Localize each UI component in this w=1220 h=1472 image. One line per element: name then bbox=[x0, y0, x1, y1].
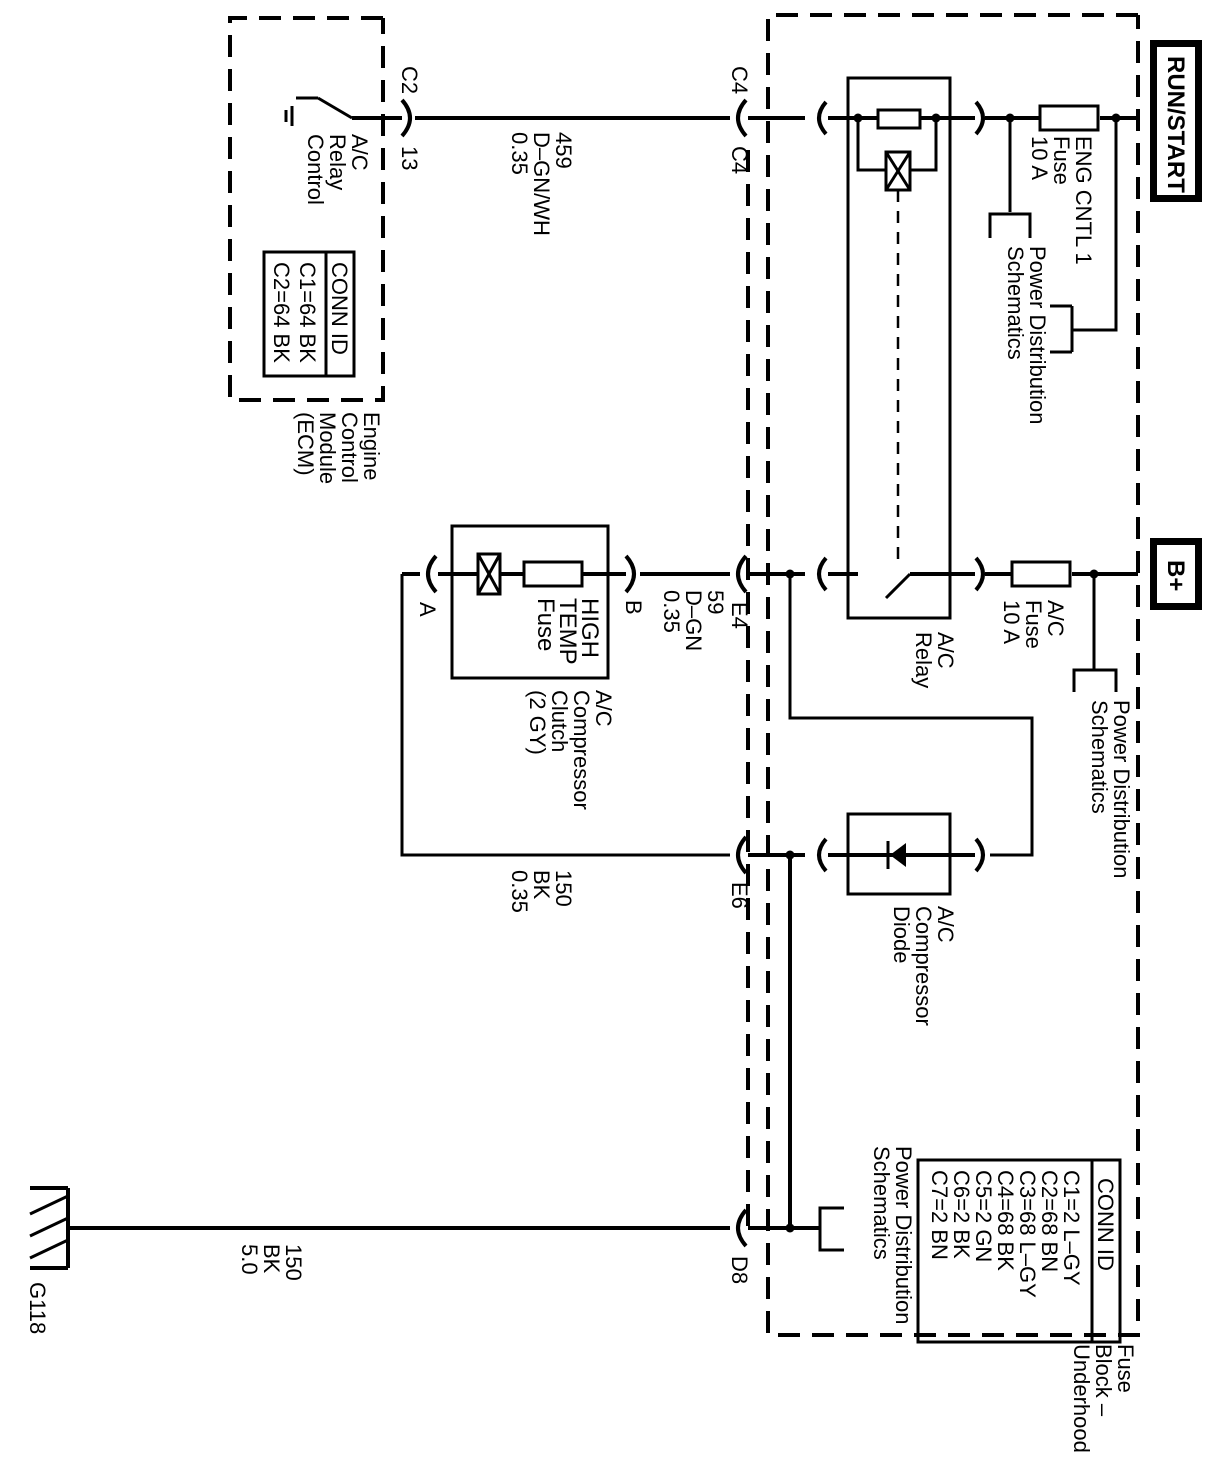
fb-conn-id-row: C4=68 BK bbox=[993, 1170, 1018, 1271]
pd-ref-mid-line1: Power Distribution bbox=[1109, 700, 1134, 879]
circuit-459-color: D–GN/WH bbox=[529, 132, 554, 236]
high-temp-fuse-label1: HIGH bbox=[576, 598, 603, 658]
ground-symbol bbox=[29, 1186, 70, 1270]
pd-ref-mid-line2: Schematics bbox=[1087, 700, 1112, 814]
circuit-150-e6-number: 150 bbox=[551, 870, 576, 907]
b-plus-power-source: B+ bbox=[1150, 538, 1202, 610]
ecm-name-line1: Engine bbox=[359, 412, 384, 481]
high-temp-fuse-label3: Fuse bbox=[532, 598, 559, 651]
diode-symbol bbox=[890, 843, 906, 867]
circuit-59-gauge: 0.35 bbox=[659, 590, 684, 633]
ecm-conn-id-row: C1=64 BK bbox=[295, 262, 320, 363]
ac-clutch-label4: (2 GY) bbox=[525, 690, 550, 755]
e6-connector bbox=[736, 835, 748, 875]
ac-clutch-label3: Clutch bbox=[547, 690, 572, 752]
ac-clutch-label2: Compressor bbox=[569, 690, 594, 810]
ac-clutch-label1: A/C bbox=[591, 690, 616, 727]
ecm-name-line2: Control bbox=[337, 412, 362, 483]
ac-compressor-clutch-box bbox=[450, 524, 610, 680]
ac-fuse-label1: A/C bbox=[1043, 600, 1068, 637]
ecm-boundary bbox=[228, 16, 385, 402]
ecm-conn-id-header: CONN ID bbox=[327, 262, 352, 355]
ecm-control-line2: Relay bbox=[325, 134, 350, 190]
ac-diode-label1: A/C bbox=[933, 906, 958, 943]
circuit-150-e6-gauge: 0.35 bbox=[507, 870, 532, 913]
fuse-block-conn-id-table: CONN ID C1=2 L–GY C2=68 BN C3=68 L–GY C4… bbox=[916, 1158, 1122, 1344]
d8-connector bbox=[736, 1208, 748, 1248]
clutch-a-label: A bbox=[415, 602, 440, 617]
ecm-c2-connector bbox=[400, 98, 412, 138]
e4-label: E4 bbox=[727, 602, 752, 629]
fb-conn-id-row: C3=68 L–GY bbox=[1015, 1170, 1040, 1298]
pd-ref-top-line2: Schematics bbox=[1003, 246, 1028, 360]
circuit-459-number: 459 bbox=[551, 132, 576, 169]
circuit-150-e6-color: BK bbox=[529, 870, 554, 900]
ecm-connector-label: C2 bbox=[397, 66, 422, 94]
e4-connector bbox=[736, 554, 748, 594]
pd-ref-bottom-line1: Power Distribution bbox=[891, 1146, 916, 1325]
e6-label: E6 bbox=[727, 882, 752, 909]
c4-bottom-label: C4 bbox=[727, 146, 752, 174]
eng-cntl-fuse-label1: ENG CNTL 1 bbox=[1071, 136, 1096, 265]
eng-cntl-fuse-symbol bbox=[1038, 104, 1100, 132]
c4-top-label: C4 bbox=[727, 66, 752, 94]
ecm-conn-id-table: CONN ID C1=64 BK C2=64 BK bbox=[262, 250, 356, 378]
circuit-150-d8-color: BK bbox=[259, 1244, 284, 1274]
ac-relay-label1: A/C bbox=[933, 632, 958, 669]
relay-resistor-symbol bbox=[876, 108, 922, 130]
circuit-150-d8-number: 150 bbox=[281, 1244, 306, 1281]
run-start-power-source: RUN/START bbox=[1150, 40, 1202, 202]
diode-feed-wire bbox=[788, 574, 1034, 857]
ground-circuit bbox=[29, 855, 844, 1270]
clutch-b-connector bbox=[624, 554, 636, 594]
d8-label: D8 bbox=[727, 1256, 752, 1284]
ecm-conn-id-row: C2=64 BK bbox=[269, 262, 294, 363]
ground-label: G118 bbox=[25, 1282, 50, 1334]
ac-relay-label2: Relay bbox=[911, 632, 936, 688]
circuit-459-gauge: 0.35 bbox=[507, 132, 532, 175]
ecm-pin-label: 13 bbox=[397, 146, 422, 170]
clutch-b-label: B bbox=[621, 600, 646, 615]
diode-circuit bbox=[736, 812, 985, 896]
ac-fuse-symbol bbox=[1010, 560, 1072, 588]
circuit-59-color: D–GN bbox=[681, 590, 706, 651]
fuse-block-name-line3: Underhood bbox=[1069, 1344, 1094, 1453]
ac-fuse-label2: Fuse bbox=[1021, 600, 1046, 649]
ecm-control-line3: Control bbox=[303, 134, 328, 205]
c4-connector bbox=[736, 98, 748, 138]
fuse-block-boundary bbox=[766, 13, 1140, 1337]
fb-conn-id-row: C1=2 L–GY bbox=[1059, 1170, 1084, 1286]
ac-relay-box bbox=[846, 76, 952, 620]
relay-coil-circuit bbox=[284, 96, 1138, 568]
ac-diode-label3: Diode bbox=[889, 906, 914, 963]
b-plus-label: B+ bbox=[1162, 560, 1189, 591]
circuit-150-d8-gauge: 5.0 bbox=[237, 1244, 262, 1275]
run-start-label: RUN/START bbox=[1162, 56, 1189, 193]
ac-diode-label2: Compressor bbox=[911, 906, 936, 1026]
ecm-name-line3: Module bbox=[315, 412, 340, 484]
clutch-a-connector bbox=[426, 554, 438, 594]
high-temp-fuse-symbol bbox=[522, 560, 584, 588]
pd-ref-top-line1: Power Distribution bbox=[1025, 246, 1050, 425]
fb-conn-id-row: C2=68 BN bbox=[1037, 1170, 1062, 1272]
eng-cntl-fuse-label2: Fuse bbox=[1049, 136, 1074, 185]
fuse-block-name-line2: Block – bbox=[1091, 1344, 1116, 1417]
pd-ref-bottom-line2: Schematics bbox=[869, 1146, 894, 1260]
fb-conn-id-row: C5=2 GN bbox=[971, 1170, 996, 1262]
high-temp-fuse-label2: TEMP bbox=[554, 598, 581, 665]
relay-switch-circuit bbox=[402, 552, 1138, 692]
fuse-block-name-line1: Fuse bbox=[1113, 1344, 1138, 1393]
fb-conn-id-header: CONN ID bbox=[1093, 1178, 1118, 1271]
circuit-59-number: 59 bbox=[703, 590, 728, 614]
fb-conn-id-row: C6=2 BK bbox=[949, 1170, 974, 1259]
ecm-name-line4: (ECM) bbox=[293, 412, 318, 476]
ac-fuse-label3: 10 A bbox=[999, 600, 1024, 644]
fb-conn-id-row: C7=2 BN bbox=[927, 1170, 952, 1260]
ecm-control-line1: A/C bbox=[347, 134, 372, 171]
eng-cntl-fuse-label3: 10 A bbox=[1027, 136, 1052, 180]
clutch-return-wire bbox=[400, 574, 730, 857]
